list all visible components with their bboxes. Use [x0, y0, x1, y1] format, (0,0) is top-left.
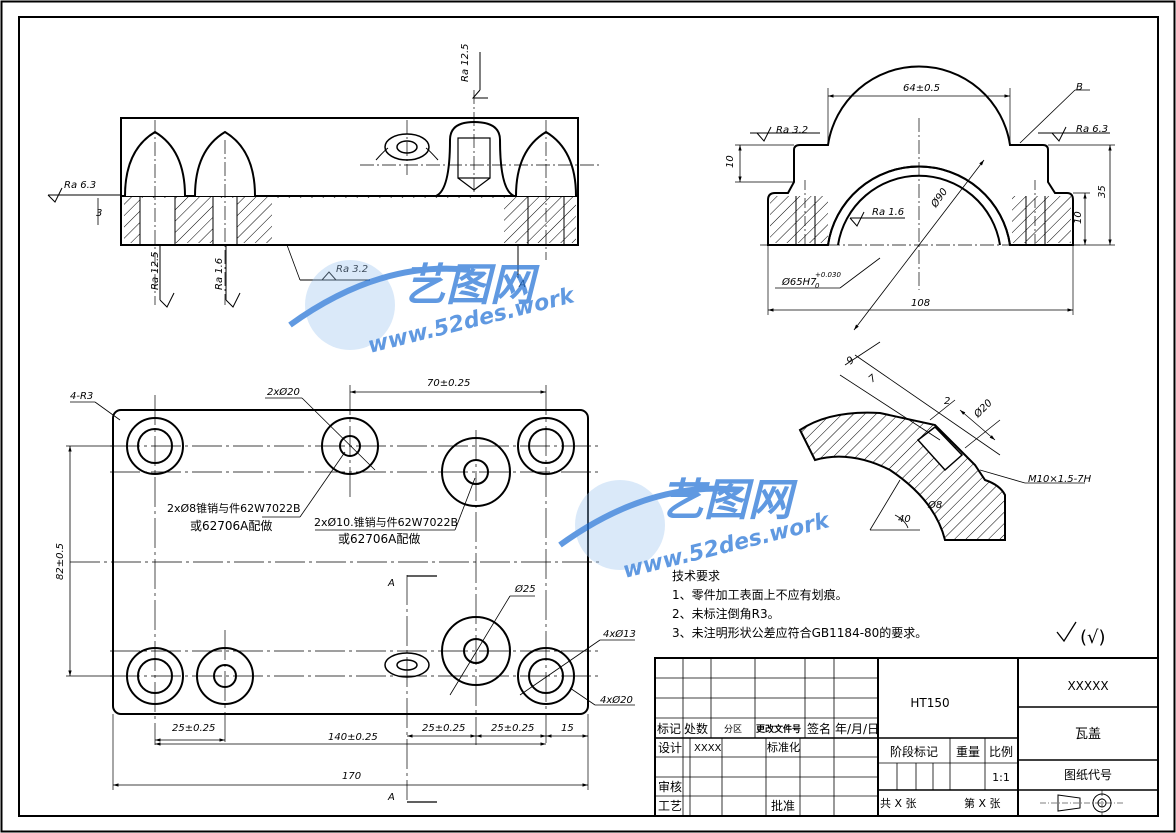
- pin-note-1a: 2xØ8锥销与件62W7022B: [167, 501, 301, 515]
- front-view: [47, 52, 600, 308]
- ra-inner-label: Ra 1.6: [872, 207, 904, 218]
- dim-phi8-label: Ø8: [927, 499, 942, 511]
- angle-40-label: 40: [898, 514, 911, 525]
- dim-phi90-label: Ø90: [928, 186, 950, 211]
- company-label: XXXXX: [1067, 679, 1108, 693]
- hole-2x20-label: 2xØ20: [267, 386, 300, 398]
- bore-tolerance-label: Ø65H7: [781, 276, 817, 288]
- watermark-1: 艺图网 www.52des.work: [288, 260, 578, 359]
- ra-side-left-label: Ra 3.2: [776, 125, 808, 136]
- top-view: [66, 385, 635, 803]
- section-a-bottom: A: [387, 792, 395, 803]
- ra-side-right-label: Ra 6.3: [1076, 124, 1108, 135]
- dim-10b-label: 10: [1073, 211, 1084, 224]
- dim-70-label: 70±0.25: [427, 378, 470, 389]
- bore-tolerance-lower: 0: [815, 282, 820, 290]
- tech-requirement-item: 2、未标注倒角R3。: [672, 606, 780, 621]
- scale-value: 1:1: [992, 771, 1010, 784]
- tb-review: 审核: [658, 779, 682, 794]
- bore-tolerance-upper: +0.030: [815, 271, 841, 279]
- tb-mark: 标记: [657, 722, 681, 736]
- dim-170-label: 170: [342, 771, 361, 782]
- side-view: [735, 65, 1115, 331]
- watermark-name: 艺图网: [402, 260, 540, 311]
- dim-7-label: 7: [867, 372, 879, 385]
- total-sheets-label: 共 X 张: [880, 797, 917, 810]
- part-name-label: 瓦盖: [1075, 727, 1101, 742]
- sheet-no-label: 第 X 张: [964, 796, 1001, 810]
- tb-count: 处数: [684, 721, 708, 736]
- ra-top-label: Ra 12.5: [460, 43, 471, 82]
- dim-phi25-label: Ø25: [514, 583, 536, 595]
- dim-35-label: 35: [1097, 185, 1108, 198]
- tb-designer: XXXX: [694, 743, 722, 754]
- dim-10a-label: 10: [725, 155, 736, 168]
- roughness-check-icon: [1056, 621, 1077, 643]
- scale-label: 比例: [989, 745, 1013, 759]
- title-block: [654, 657, 1159, 817]
- ra-left-label: Ra 6.3: [64, 180, 96, 191]
- section-a-top: A: [387, 578, 395, 589]
- dim-64-label: 64±0.5: [903, 83, 940, 94]
- watermark-name: 艺图网: [660, 475, 798, 526]
- inner-frame: [18, 16, 1159, 817]
- dim-82-label: 82±0.5: [55, 543, 66, 580]
- ra-bottom-b-label: Ra 1.6: [214, 258, 225, 290]
- dim-140-label: 140±0.25: [328, 732, 378, 743]
- dim-9-label: 9: [845, 355, 857, 368]
- dim-25b-label: 25±0.25: [422, 723, 465, 734]
- tb-approve: 批准: [771, 798, 795, 813]
- dim-108-label: 108: [911, 298, 930, 309]
- detail-section-view: [798, 341, 1085, 541]
- dim-25c-label: 25±0.25: [491, 723, 534, 734]
- tb-signature: 签名: [807, 721, 831, 736]
- tb-standardize: 标准化: [767, 740, 800, 754]
- dim-phi20-detail-label: Ø20: [971, 397, 995, 421]
- hole-4x13-label: 4xØ13: [603, 628, 636, 640]
- section-label-front: A: [518, 279, 526, 290]
- pin-note-1b: 或62706A配做: [190, 518, 272, 533]
- weight-label: 重量: [956, 745, 980, 759]
- pin-note-2b: 或62706A配做: [338, 531, 420, 546]
- ra-slot-label: Ra 3.2: [336, 264, 368, 275]
- roughness-general-label: (√): [1080, 627, 1106, 648]
- watermark-2: 艺图网 www.52des.work: [558, 475, 833, 584]
- dim-15-label: 15: [561, 723, 574, 734]
- tech-requirement-item: 1、零件加工表面上不应有划痕。: [672, 587, 848, 602]
- drawing-no-label: 图纸代号: [1064, 768, 1112, 782]
- tb-date: 年/月/日: [835, 722, 879, 736]
- corner-radius-label: 4-R3: [70, 391, 93, 402]
- tb-design: 设计: [658, 741, 682, 755]
- ra-bottom-a-label: Ra 12.5: [150, 251, 161, 290]
- tech-requirements-title: 技术要求: [672, 569, 720, 583]
- dim-25a-label: 25±0.25: [172, 723, 215, 734]
- tech-requirement-item: 3、未注明形状公差应符合GB1184-80的要求。: [672, 625, 927, 640]
- section-b-label: B: [1076, 82, 1083, 93]
- hole-4x20-label: 4xØ20: [600, 694, 633, 706]
- tb-change-doc: 更改文件号: [756, 723, 801, 735]
- material-label: HT150: [910, 696, 949, 710]
- pin-note-2a: 2xØ10.锥销与件62W7022B: [314, 515, 458, 529]
- dim-2-label: 2: [944, 396, 950, 407]
- stage-label: 阶段标记: [890, 744, 938, 759]
- thread-label: M10×1.5-7H: [1028, 474, 1092, 485]
- tb-zone: 分区: [724, 724, 742, 735]
- dim-3-label: 3: [96, 208, 102, 219]
- tb-process: 工艺: [658, 799, 682, 813]
